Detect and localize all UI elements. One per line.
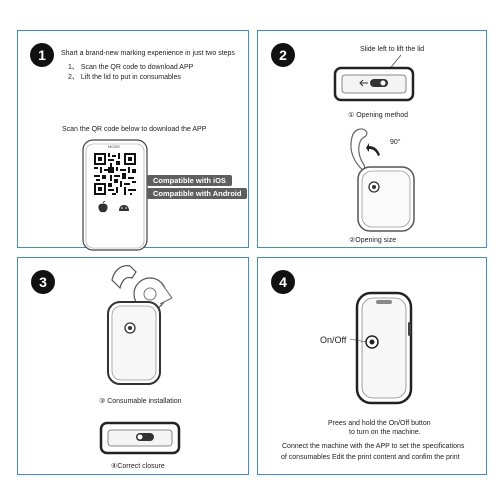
step-1-item-1: 1、 Scan the QR code to download APP	[68, 64, 194, 71]
android-icon	[119, 205, 129, 211]
correct-closure-caption: ④Correct closure	[111, 463, 165, 470]
step-3-panel: 3 ③ Consumable installation ④Correct clo…	[17, 257, 249, 475]
step-number-badge: 4	[271, 270, 295, 294]
qr-caption: Scan the QR code below to download the A…	[62, 126, 207, 133]
connect-line-2: of consumables Edit the print content an…	[281, 454, 460, 461]
on-off-pointer-line	[349, 338, 367, 343]
opening-method-caption: ① Opening method	[348, 112, 408, 119]
step-4-panel: 4 On/Off Prees and hold the On/Off butto…	[257, 257, 487, 475]
connect-line-1: Connect the machine with the APP to set …	[282, 443, 465, 450]
apple-icon	[98, 200, 108, 213]
angle-arrow-icon	[366, 143, 380, 156]
angle-label: 90°	[390, 139, 401, 146]
printer-open-lid-view	[350, 128, 415, 232]
printer-top-view	[333, 66, 415, 102]
on-off-label: On/Off	[320, 335, 347, 345]
android-compatibility-badge: Compatible with Android	[147, 188, 248, 199]
opening-size-caption: ②Opening size	[349, 237, 397, 244]
consumable-installation-caption: ③ Consumable installation	[99, 398, 182, 405]
printer-with-consumable	[107, 265, 173, 385]
step-2-panel: 2 Slide left to lift the lid ① Opening m…	[257, 30, 487, 248]
slide-lid-callout: Slide left to lift the lid	[360, 46, 425, 53]
printer-closed-top-view	[99, 421, 181, 455]
step-1-intro: Shart a brand-new marking expenience in …	[61, 50, 235, 57]
instruction-line-1: Prees and hold the On/Off button	[328, 420, 431, 427]
step-number-badge: 2	[271, 43, 295, 67]
step-1-item-2: 2、 Lift the lid to put in consumables	[68, 74, 181, 81]
step-number-badge: 3	[31, 270, 55, 294]
instruction-line-2: to turn on the machine.	[349, 429, 421, 436]
step-number-badge: 1	[30, 43, 54, 67]
phone-app-label: MODE	[108, 144, 120, 149]
qr-code[interactable]	[94, 153, 136, 195]
ios-compatibility-badge: Compatible with iOS	[147, 175, 232, 186]
step-1-panel: 1 Shart a brand-new marking expenience i…	[17, 30, 249, 251]
printer-front-view	[355, 291, 413, 405]
